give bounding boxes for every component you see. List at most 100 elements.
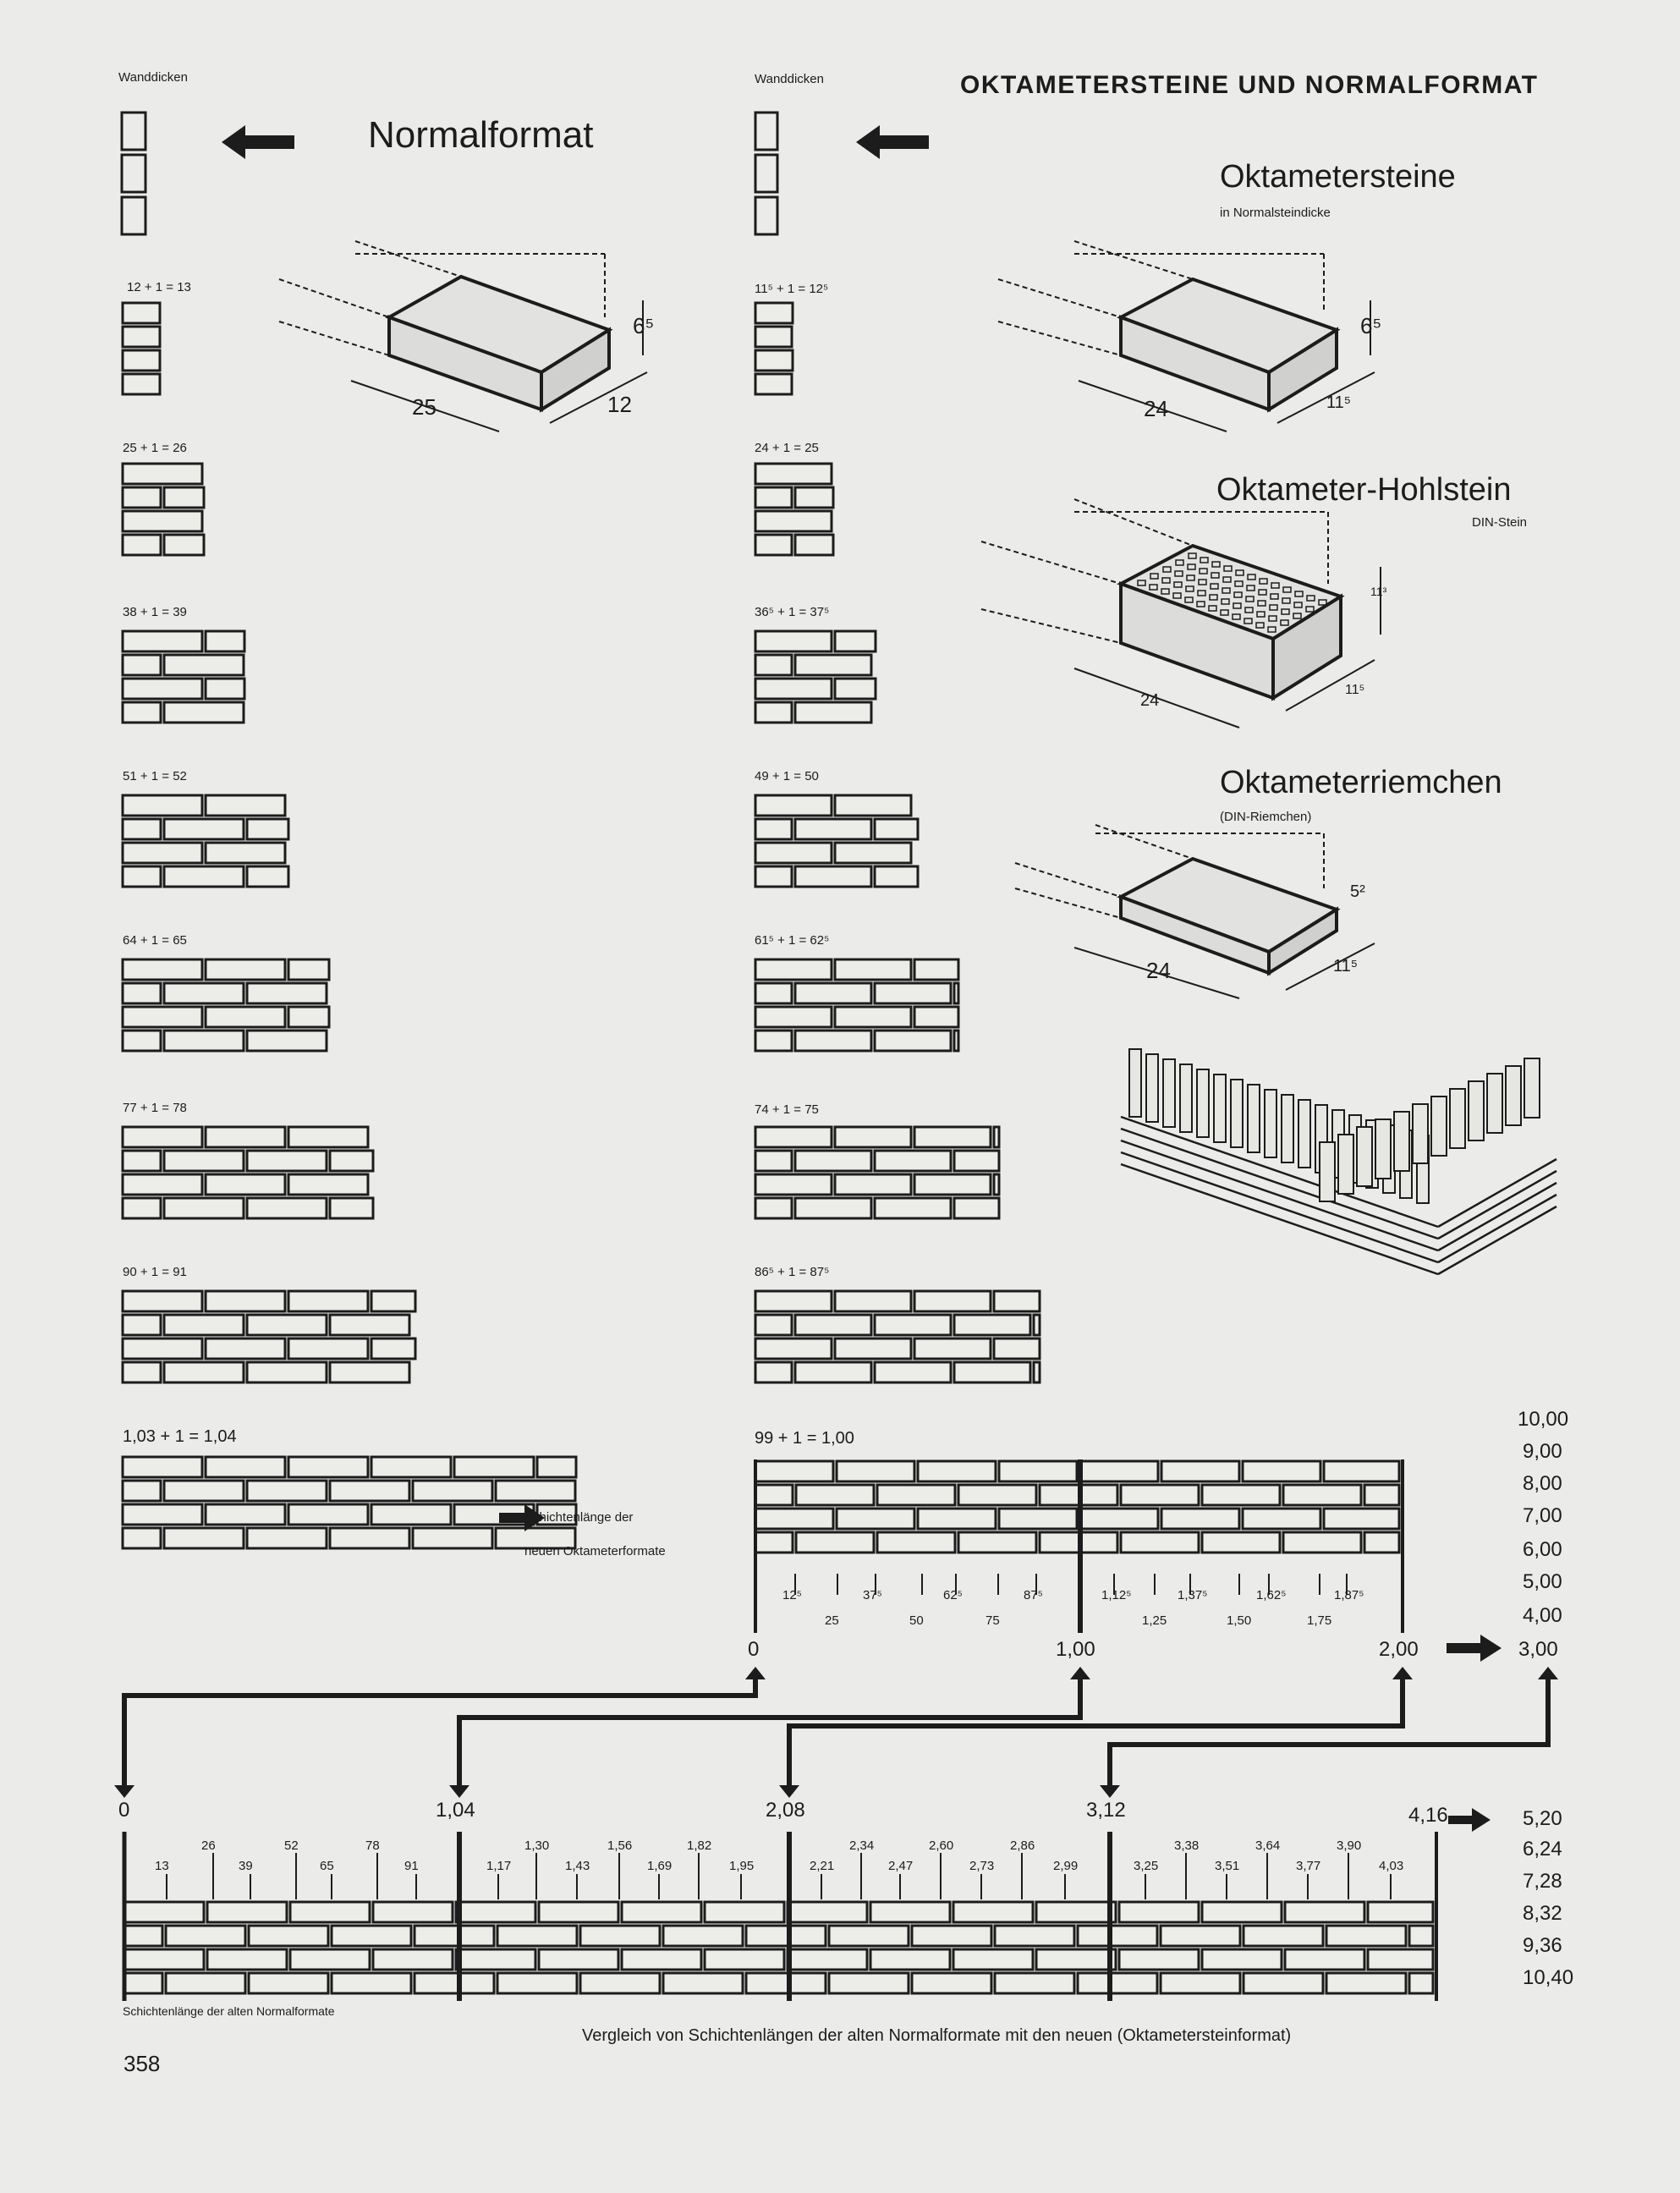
brick <box>873 981 953 1005</box>
brick <box>204 794 287 817</box>
normalformat-width: 12 <box>607 392 632 417</box>
brick <box>1408 1924 1435 1948</box>
brick <box>827 1924 910 1948</box>
brick <box>121 701 162 724</box>
brick <box>754 1313 793 1337</box>
hole <box>1271 582 1280 589</box>
brick <box>793 981 873 1005</box>
corner-brick <box>1298 1099 1311 1168</box>
right-row-label: 61⁵ + 1 = 62⁵ <box>755 933 830 948</box>
brick <box>1032 1313 1041 1337</box>
corner-brick <box>1230 1079 1244 1148</box>
brick <box>1325 1971 1408 1995</box>
corner-brick <box>1375 1118 1392 1179</box>
right-row-label: 86⁵ + 1 = 87⁵ <box>755 1265 830 1279</box>
brick <box>793 865 873 888</box>
upper-side-value: 6,00 <box>1523 1538 1562 1561</box>
upper-scale-label: neuen Oktameterformate <box>524 1544 666 1558</box>
lower-tick-label: 3,38 <box>1174 1838 1200 1853</box>
corner-course-line <box>1120 1127 1439 1240</box>
brick <box>910 1971 993 1995</box>
brick <box>1322 1459 1401 1483</box>
brick <box>206 1900 288 1924</box>
hole <box>1281 608 1290 615</box>
upper-main-tick: 1,00 <box>1056 1638 1095 1661</box>
brick <box>1242 1924 1325 1948</box>
brick <box>869 1900 952 1924</box>
brick <box>1119 1483 1200 1507</box>
brick <box>454 1948 537 1971</box>
lower-tick-label: 78 <box>365 1838 380 1853</box>
brick <box>204 1005 287 1029</box>
brick <box>1032 1360 1041 1384</box>
brick <box>1408 1971 1435 1995</box>
brick <box>371 1900 454 1924</box>
brick <box>754 533 793 557</box>
hohlstein-title: Oktameter-Hohlstein <box>1216 472 1512 508</box>
brick <box>123 1900 206 1924</box>
brick <box>162 1196 245 1220</box>
riemchen-height: 5² <box>1350 882 1365 901</box>
oktametersteine-width: 11⁵ <box>1326 393 1352 412</box>
brick <box>454 1900 537 1924</box>
lower-main-tick: 3,12 <box>1086 1799 1126 1822</box>
brick <box>535 1455 578 1479</box>
left-wall-row <box>121 301 162 396</box>
upper-tick-label: 1,62⁵ <box>1256 1588 1287 1602</box>
brick <box>703 1948 786 1971</box>
right-wall-row <box>754 1289 1041 1384</box>
brick <box>287 1503 370 1526</box>
brick <box>328 1526 411 1550</box>
upper-tick-label: 1,37⁵ <box>1178 1588 1208 1602</box>
hole <box>1186 574 1195 581</box>
brick <box>957 1483 1038 1507</box>
hole <box>1211 561 1221 568</box>
brick <box>1200 1900 1283 1924</box>
hole <box>1247 574 1256 580</box>
riemchen-width: 11⁵ <box>1333 957 1359 976</box>
oktametersteine-title: Oktametersteine <box>1220 159 1456 195</box>
corner-brick <box>1179 1064 1193 1133</box>
brick <box>121 1337 204 1360</box>
upper-long-wall <box>754 1459 1401 1554</box>
brick <box>793 1313 873 1337</box>
hole <box>1196 601 1205 607</box>
brick <box>910 1924 993 1948</box>
brick <box>754 1337 833 1360</box>
corner-brick <box>1128 1048 1142 1118</box>
brick <box>754 677 833 701</box>
brick <box>121 486 162 509</box>
brick <box>744 1924 827 1948</box>
hole <box>1137 580 1146 586</box>
upper-side-value: 4,00 <box>1523 1604 1562 1627</box>
bottom-brick-wall <box>123 1900 1435 1995</box>
hole <box>1280 619 1289 626</box>
brick <box>953 1360 1032 1384</box>
brick <box>121 509 204 533</box>
brick <box>204 841 287 865</box>
brick <box>793 533 835 557</box>
left-row-label: 51 + 1 = 52 <box>123 769 187 783</box>
brick <box>833 841 913 865</box>
lower-tick-label: 2,86 <box>1010 1838 1035 1853</box>
brick <box>121 653 162 677</box>
lower-tick-label: 2,60 <box>929 1838 954 1853</box>
lower-tick-label: 2,47 <box>888 1859 914 1873</box>
lower-side-value: 8,32 <box>1523 1902 1562 1925</box>
upper-side-value: 10,00 <box>1518 1408 1569 1431</box>
hohlstein-subtitle: DIN-Stein <box>1472 515 1528 530</box>
brick <box>1366 1900 1435 1924</box>
brick <box>123 1971 164 1995</box>
hole <box>1235 569 1244 576</box>
hole <box>1305 606 1315 613</box>
brick <box>1283 1900 1366 1924</box>
corner-course-line <box>1437 1193 1557 1264</box>
brick <box>953 1029 960 1053</box>
brick <box>162 533 206 557</box>
brick <box>754 1149 793 1173</box>
brick <box>162 1029 245 1053</box>
brick <box>754 1531 794 1554</box>
brick <box>957 1531 1038 1554</box>
brick <box>754 486 793 509</box>
lower-side-value: 6,24 <box>1523 1838 1562 1860</box>
